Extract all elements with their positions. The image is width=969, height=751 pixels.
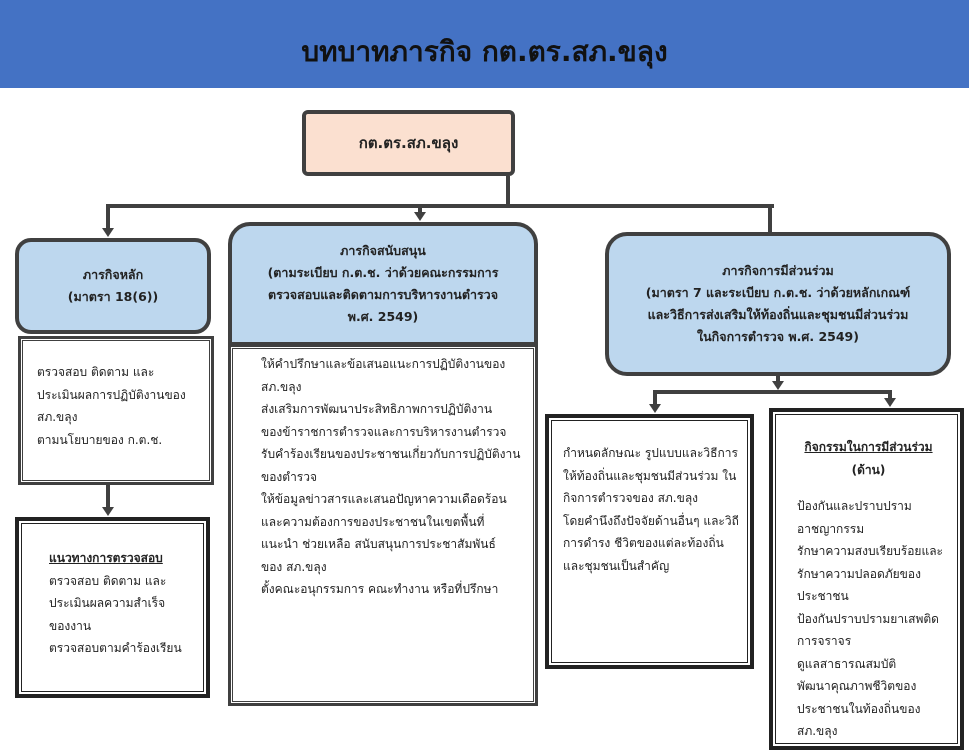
- list-item: ประชาชน: [797, 589, 849, 603]
- list-item: รักษาความสงบเรียบร้อยและ: [797, 544, 943, 558]
- list-item: ของตำรวจ: [261, 469, 318, 484]
- root-box: กต.ตร.สภ.ขลุง: [302, 110, 515, 176]
- inspection-guide-box: แนวทางการตรวจสอบ ตรวจสอบ ติดตาม และ ประเ…: [15, 517, 210, 698]
- list-item: ดูแลสาธารณสมบัติ: [797, 656, 897, 671]
- participation-mission-header: ภารกิจการมีส่วนร่วม (มาตรา 7 และระเบียบ …: [605, 232, 951, 376]
- support-mission-title: ภารกิจสนับสนุน: [340, 243, 426, 258]
- participation-mission-subtitle: ในกิจการตำรวจ พ.ศ. 2549): [697, 329, 859, 344]
- list-item: แนะนำ ช่วยเหลือ สนับสนุนการประชาสัมพันธ์: [261, 537, 496, 551]
- connector: [776, 376, 780, 381]
- participation-activities-box: กิจกรรมในการมีส่วนร่วม (ด้าน) ป้องกันและ…: [769, 408, 964, 750]
- arrow-icon: [102, 228, 114, 237]
- list-item: สภ.ขลุง: [797, 724, 838, 738]
- list-item: ส่งเสริมการพัฒนาประสิทธิภาพการปฏิบัติงาน: [261, 402, 493, 416]
- page-title: บทบาทภารกิจ กต.ตร.สภ.ขลุง: [301, 35, 668, 68]
- list-item: ของงาน: [49, 618, 92, 633]
- list-item: ประเมินผลความสำเร็จ: [49, 596, 166, 610]
- list-item: รับคำร้องเรียนของประชาชนเกี่ยวกับการปฏิบ…: [261, 447, 521, 461]
- arrow-icon: [772, 381, 784, 390]
- list-item: ให้คำปรึกษาและข้อเสนอแนะการปฏิบัติงานของ: [261, 357, 506, 371]
- list-item: ของ สภ.ขลุง: [261, 559, 327, 574]
- list-item: ตรวจสอบ ติดตาม และ: [37, 365, 155, 379]
- connector: [106, 204, 774, 208]
- list-item: กำหนดลักษณะ รูปแบบและวิธีการ: [563, 446, 738, 460]
- list-item: กิจการตำรวจของ สภ.ขลุง: [563, 491, 699, 505]
- connector: [768, 204, 772, 232]
- participation-mission-subtitle: และวิธีการส่งเสริมให้ท้องถิ่นและชุมชนมีส…: [647, 307, 909, 322]
- list-item: ตรวจสอบ ติดตาม และ: [49, 573, 167, 588]
- arrow-icon: [884, 398, 896, 407]
- list-item: ตรวจสอบตามคำร้องเรียน: [49, 641, 182, 655]
- list-item: การดำรง ชีวิตของแต่ละท้องถิ่น: [563, 536, 724, 550]
- list-item: ให้ท้องถิ่นและชุมชนมีส่วนร่วม ใน: [563, 468, 737, 483]
- connector: [418, 204, 422, 212]
- main-mission-body: ตรวจสอบ ติดตาม และ ประเมินผลการปฏิบัติงา…: [18, 336, 214, 485]
- list-item: ของข้าราชการตำรวจและการบริหารงานตำรวจ: [261, 424, 507, 439]
- participation-mission-title: ภารกิจการมีส่วนร่วม: [722, 263, 834, 278]
- support-mission-subtitle: พ.ศ. 2549): [347, 309, 419, 324]
- support-mission-header: ภารกิจสนับสนุน (ตามระเบียบ ก.ต.ช. ว่าด้ว…: [228, 222, 538, 346]
- connector: [888, 390, 892, 398]
- list-item: และชุมชนเป็นสำคัญ: [563, 558, 670, 573]
- root-label: กต.ตร.สภ.ขลุง: [358, 134, 459, 152]
- list-item: การจราจร: [797, 634, 852, 648]
- activities-subtitle: (ด้าน): [851, 462, 886, 477]
- list-item: ให้ข้อมูลข่าวสารและเสนอปัญหาความเดือดร้อ…: [261, 492, 507, 506]
- support-mission-body: ให้คำปรึกษาและข้อเสนอแนะการปฏิบัติงานของ…: [228, 344, 538, 706]
- activities-title: กิจกรรมในการมีส่วนร่วม: [804, 440, 933, 454]
- list-item: พัฒนาคุณภาพชีวิตของ: [797, 679, 917, 693]
- main-mission-title: ภารกิจหลัก: [82, 267, 144, 282]
- main-mission-subtitle: (มาตรา 18(6)): [67, 289, 159, 304]
- list-item: สภ.ขลุง: [261, 379, 302, 394]
- participation-mission-subtitle: (มาตรา 7 และระเบียบ ก.ต.ช. ว่าด้วยหลักเก…: [645, 285, 911, 300]
- list-item: รักษาความปลอดภัยของ: [797, 566, 921, 581]
- list-item: ประชาชนในท้องถิ่นของ: [797, 701, 921, 716]
- connector: [106, 204, 110, 228]
- arrow-icon: [414, 212, 426, 221]
- connector: [653, 390, 892, 394]
- list-item: ประเมินผลการปฏิบัติงานของ: [37, 387, 186, 402]
- guide-title: แนวทางการตรวจสอบ: [49, 551, 163, 565]
- arrow-icon: [649, 404, 661, 413]
- arrow-icon: [102, 507, 114, 516]
- list-item: สภ.ขลุง: [37, 410, 78, 424]
- list-item: และความต้องการของประชาชนในเขตพื้นที่: [261, 514, 485, 529]
- list-item: ตั้งคณะอนุกรรมการ คณะทำงาน หรือที่ปรึกษา: [261, 582, 499, 596]
- header-band: [0, 0, 969, 88]
- connector: [106, 485, 110, 507]
- list-item: ตามนโยบายของ ก.ต.ช.: [37, 432, 163, 447]
- support-mission-subtitle: (ตามระเบียบ ก.ต.ช. ว่าด้วยคณะกรรมการ: [267, 265, 499, 280]
- list-item: ป้องกันและปราบปราม: [797, 499, 912, 513]
- list-item: ป้องกันปราบปรามยาเสพติด: [797, 611, 939, 626]
- support-mission-subtitle: ตรวจสอบและติดตามการบริหารงานตำรวจ: [267, 287, 499, 302]
- participation-mission-body: กำหนดลักษณะ รูปแบบและวิธีการ ให้ท้องถิ่น…: [545, 414, 754, 669]
- connector: [653, 390, 657, 404]
- list-item: โดยคำนึงถึงปัจจัยด้านอื่นๆ และวิถี: [563, 513, 739, 528]
- list-item: อาชญากรรม: [797, 521, 865, 536]
- main-mission-header: ภารกิจหลัก (มาตรา 18(6)): [15, 238, 211, 334]
- connector: [506, 176, 510, 206]
